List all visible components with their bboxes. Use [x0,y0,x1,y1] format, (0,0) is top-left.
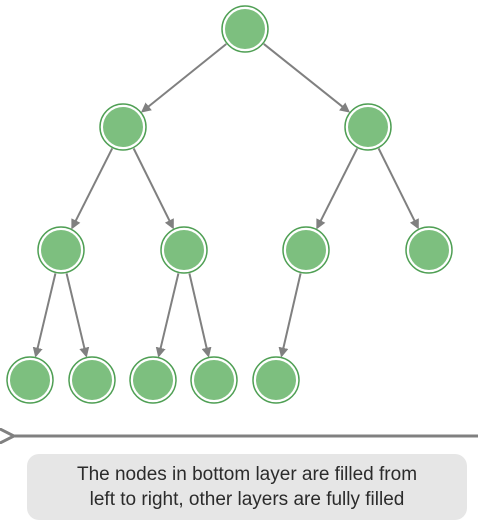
caption-box: The nodes in bottom layer are filled fro… [27,454,467,520]
tree-node-n7 [10,360,50,400]
edge-n5-n11 [278,273,302,358]
edge-n0-n1 [140,43,227,113]
tree-node-n0 [225,9,265,49]
edge-n2-n6 [377,148,419,230]
tree-node-n3 [41,230,81,270]
edge-n4-n9 [155,273,180,358]
tree-node-n1 [103,107,143,147]
tree-node-n9 [133,360,173,400]
edges-layer [32,43,419,358]
caption-line-1: The nodes in bottom layer are filled fro… [76,464,418,485]
edge-n0-n2 [263,43,351,113]
tree-node-n5 [286,230,326,270]
edge-n1-n3 [71,147,114,230]
nodes-layer [6,5,453,404]
caption-line-2: left to right, other layers are fully fi… [89,489,405,510]
tree-node-n2 [348,107,388,147]
tree-node-n6 [409,230,449,270]
edge-n1-n4 [132,148,174,230]
edge-n2-n5 [316,147,359,230]
edge-n4-n10 [188,273,212,358]
tree-node-n11 [256,360,296,400]
tree-node-n10 [194,360,234,400]
edge-n3-n7 [32,273,57,358]
edge-n3-n8 [65,273,90,358]
tree-node-n8 [72,360,112,400]
tree-node-n4 [164,230,204,270]
